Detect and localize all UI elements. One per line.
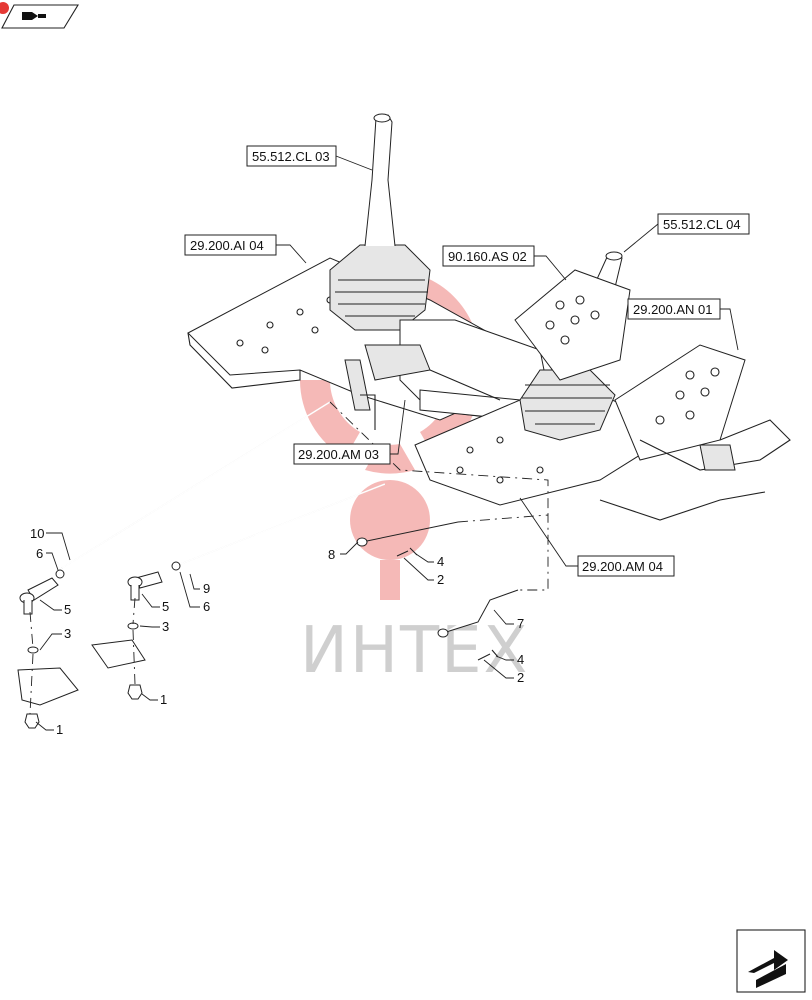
callout-4-lower: 4	[495, 652, 524, 667]
assembly-centerlines	[29, 597, 136, 715]
callout-1-right: 1	[141, 692, 167, 707]
callout-2-upper: 2	[403, 557, 444, 587]
svg-text:5: 5	[162, 599, 169, 614]
ref-55-512-cl-04-box[interactable]: 55.512.CL 04	[623, 213, 750, 253]
callout-8: 8	[328, 541, 359, 562]
rod-10	[61, 401, 331, 569]
svg-text:5: 5	[64, 602, 71, 617]
callout-7: 7	[493, 609, 524, 631]
next-page-icon[interactable]	[736, 929, 806, 993]
left-lever	[329, 113, 431, 331]
svg-text:3: 3	[162, 619, 169, 634]
ref-29-200-am-04-label: 29.200.AM 04	[582, 559, 663, 574]
ref-55-512-cl-03-box[interactable]: 55.512.CL 03	[246, 145, 373, 171]
ref-29-200-an-01-box[interactable]: 29.200.AN 01	[627, 298, 739, 351]
svg-text:4: 4	[517, 652, 524, 667]
svg-text:8: 8	[328, 547, 335, 562]
assembly-lines-right	[329, 401, 549, 591]
center-frame	[344, 319, 551, 430]
mounting-brackets	[17, 639, 146, 706]
lever-7	[437, 589, 519, 638]
rod-8	[356, 521, 459, 547]
watermark-text: ИНТЕХ	[300, 614, 529, 688]
page-icon	[0, 2, 79, 29]
pins	[396, 547, 499, 661]
left-ball-joint-a	[19, 569, 65, 615]
ref-29-200-am-04-box[interactable]: 29.200.AM 04	[519, 497, 675, 577]
callout-5-left: 5	[39, 599, 71, 617]
svg-text:2: 2	[517, 670, 524, 685]
svg-text:6: 6	[203, 599, 210, 614]
callout-3-right: 3	[139, 619, 169, 634]
left-ball-joint-b	[127, 561, 181, 601]
callout-4-upper: 4	[415, 553, 444, 569]
svg-text:6: 6	[36, 546, 43, 561]
callout-9: 9	[189, 573, 210, 596]
callout-5-right: 5	[141, 593, 169, 614]
callout-2-lower: 2	[483, 659, 524, 685]
rod-9	[177, 483, 386, 566]
callout-3-left: 3	[39, 626, 71, 651]
callout-10: 10	[30, 526, 71, 561]
ref-90-160-as-02-box[interactable]: 90.160.AS 02	[442, 245, 567, 281]
ref-55-512-cl-03-label: 55.512.CL 03	[252, 149, 330, 164]
svg-text:9: 9	[203, 581, 210, 596]
callout-6-left: 6	[36, 546, 59, 571]
ref-55-512-cl-04-label: 55.512.CL 04	[663, 217, 741, 232]
ref-29-200-am-03-label: 29.200.AM 03	[298, 447, 379, 462]
svg-text:10: 10	[30, 526, 44, 541]
ref-90-160-as-02-label: 90.160.AS 02	[448, 249, 527, 264]
callout-1-left: 1	[35, 721, 63, 737]
ref-29-200-an-01-label: 29.200.AN 01	[633, 302, 713, 317]
foot-pedals	[514, 269, 791, 521]
svg-text:3: 3	[64, 626, 71, 641]
svg-text:1: 1	[160, 692, 167, 707]
ref-29-200-am-03-box[interactable]: 29.200.AM 03	[293, 399, 406, 465]
svg-text:1: 1	[56, 722, 63, 737]
svg-text:7: 7	[517, 616, 524, 631]
svg-text:2: 2	[437, 572, 444, 587]
ref-29-200-ai-04-box[interactable]: 29.200.AI 04	[184, 234, 307, 264]
callout-6-right: 6	[179, 571, 210, 614]
ref-29-200-ai-04-label: 29.200.AI 04	[190, 238, 264, 253]
washers-and-nuts	[24, 622, 143, 729]
svg-text:4: 4	[437, 554, 444, 569]
